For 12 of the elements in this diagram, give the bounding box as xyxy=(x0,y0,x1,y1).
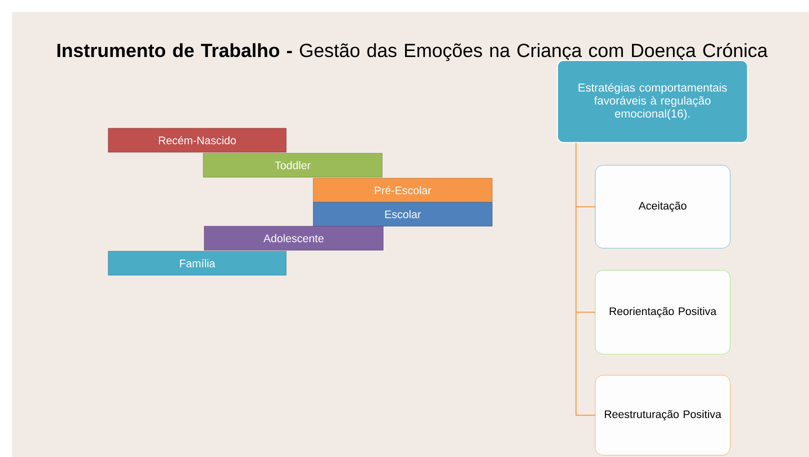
title: Instrumento de Trabalho - Gestão das Emoções na Criança com Doença Crónica xyxy=(57,43,768,61)
stage-bar: Pré-Escolar xyxy=(313,178,492,202)
stage-bar: Família xyxy=(108,251,286,276)
stage-bar: Adolescente xyxy=(204,226,384,250)
strategy-box: Reestruturação Positiva xyxy=(595,375,730,456)
strategy-box: Reorientação Positiva xyxy=(595,270,730,354)
stage-bar: Escolar xyxy=(313,202,492,226)
connector xyxy=(576,142,596,416)
stage-bar: Recém-Nascido xyxy=(108,128,286,152)
stage-bar: Toddler xyxy=(203,153,382,178)
strategy-box: Aceitação xyxy=(595,165,730,248)
header-box: Estratégias comportamentais favoráveis à regulação emocional(16). xyxy=(557,60,748,143)
